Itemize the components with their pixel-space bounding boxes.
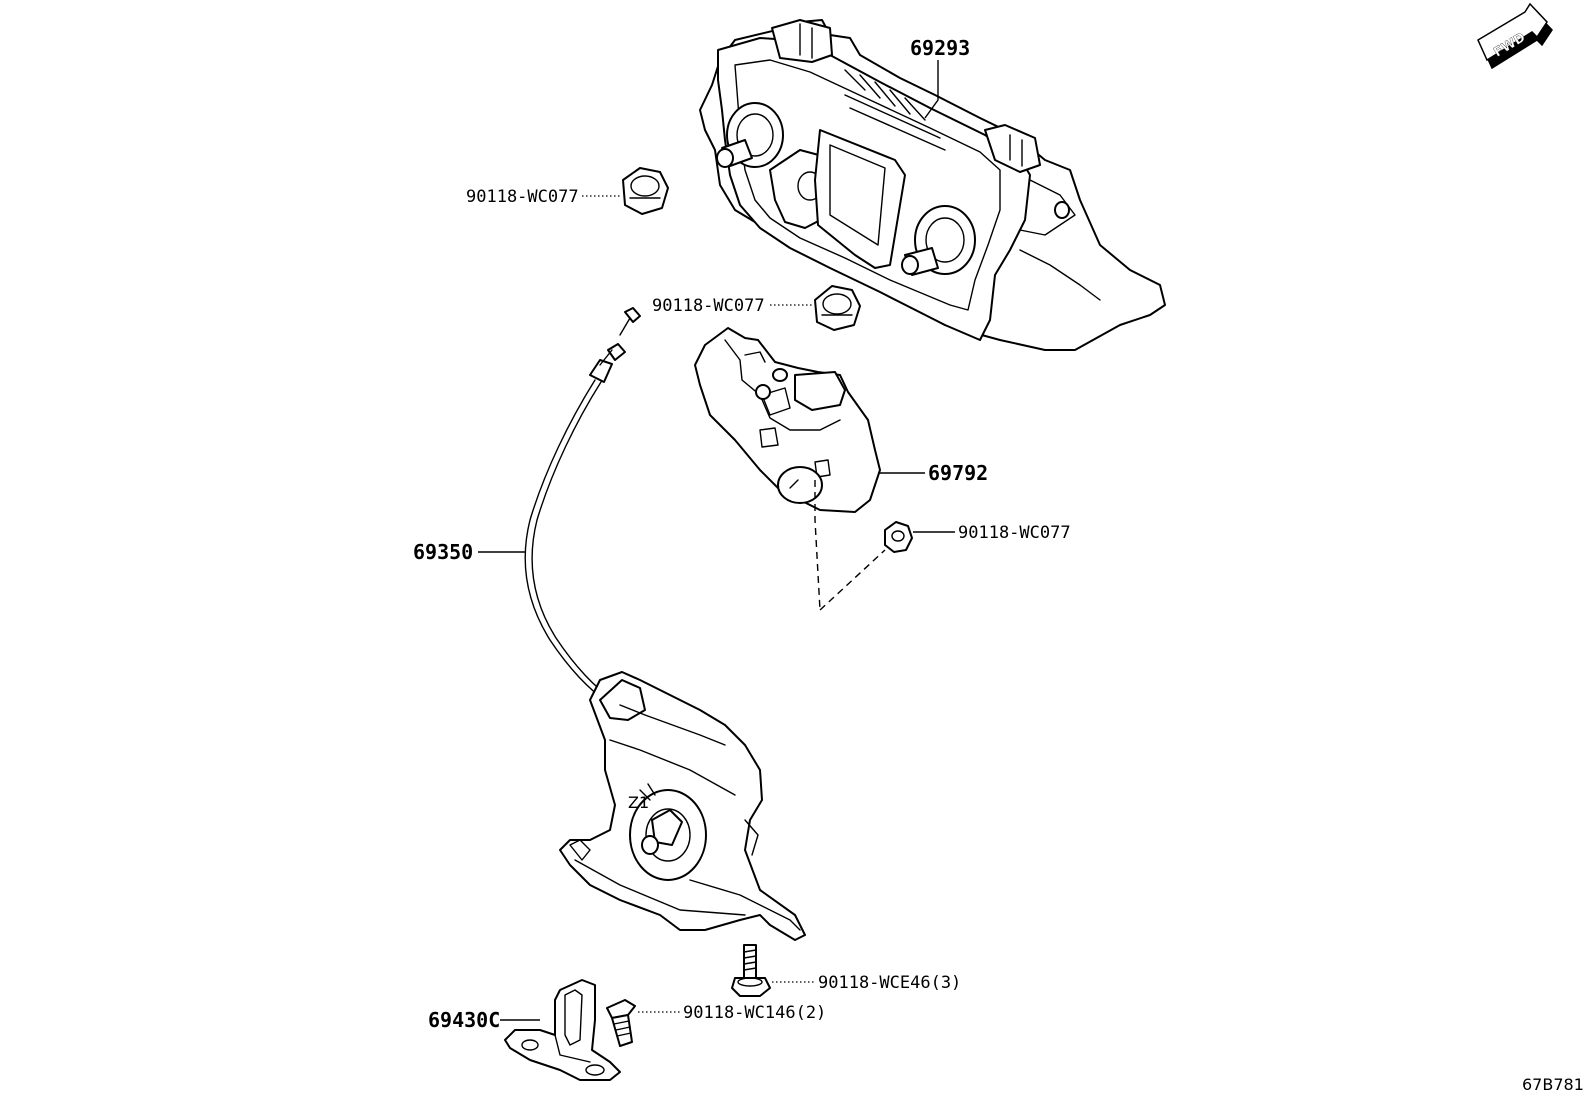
- part-69792-bracket[interactable]: [694, 327, 881, 513]
- bolt-90118-wce46[interactable]: [731, 944, 771, 997]
- nut-upper-mid[interactable]: [814, 285, 861, 331]
- label-69350: 69350: [413, 540, 473, 564]
- lock-actuator-assembly[interactable]: Z1: [559, 671, 806, 941]
- part-69430c-striker[interactable]: [504, 979, 621, 1081]
- label-nut-upper-left: 90118-WC077: [466, 187, 579, 207]
- part-69293-handle-housing[interactable]: [699, 19, 1166, 351]
- label-69293: 69293: [910, 36, 970, 60]
- label-bolt: 90118-WCE46(3): [818, 973, 961, 993]
- label-nut-upper-mid: 90118-WC077: [652, 296, 765, 316]
- fwd-direction-badge: FWD: [1477, 2, 1553, 70]
- nut-upper-left[interactable]: [622, 167, 669, 215]
- diagram-code: 67B781: [1522, 1075, 1584, 1094]
- label-69792: 69792: [928, 461, 988, 485]
- nut-right[interactable]: [884, 521, 913, 553]
- label-69430c: 69430C: [428, 1008, 500, 1032]
- label-nut-right: 90118-WC077: [958, 523, 1071, 543]
- part-69350-cable[interactable]: [524, 307, 641, 701]
- actuator-mark: Z1: [628, 793, 649, 812]
- label-screw: 90118-WC146(2): [683, 1003, 826, 1023]
- screw-90118-wc146[interactable]: [606, 999, 636, 1047]
